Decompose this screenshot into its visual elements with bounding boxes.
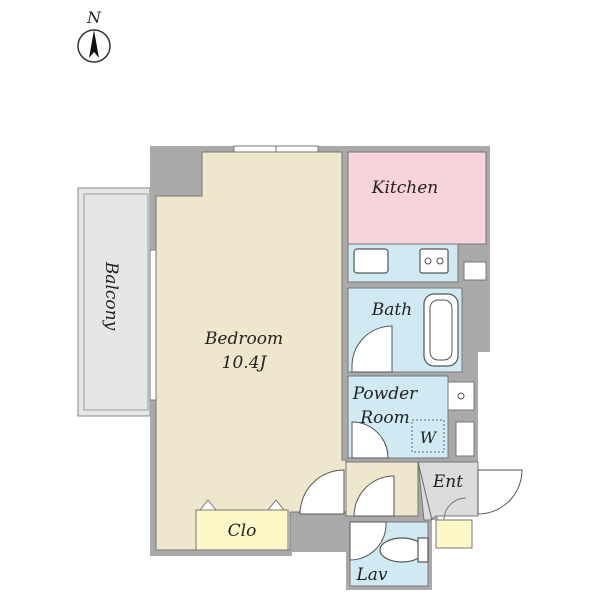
shoe-box xyxy=(435,519,473,549)
closet-door-hinge xyxy=(266,499,286,511)
closet-door-hinge xyxy=(198,499,218,511)
bath-label: Bath xyxy=(371,300,412,320)
vanity-icon xyxy=(447,381,475,411)
bathtub-inner xyxy=(429,299,453,361)
balcony-label: Balcony xyxy=(101,261,121,331)
north-arrow-icon xyxy=(89,30,99,58)
shoe-box-door xyxy=(443,497,467,521)
vanity-sink-icon xyxy=(457,392,465,400)
powder-room-label-2: Room xyxy=(359,408,409,428)
storage-shelf xyxy=(455,421,475,457)
lavatory-label: Lav xyxy=(355,565,387,585)
balcony: Balcony xyxy=(77,187,151,417)
entrance-area xyxy=(417,461,479,521)
bedroom-area xyxy=(155,151,347,551)
bath-door xyxy=(351,325,393,373)
washer-label: W xyxy=(420,428,438,447)
stove-icon xyxy=(419,248,449,274)
sink-icon xyxy=(353,248,389,274)
powder-room-door xyxy=(351,421,389,459)
burner-icon xyxy=(436,257,444,265)
bathtub-icon xyxy=(423,293,459,367)
toilet-tank-icon xyxy=(417,537,429,563)
bedroom-area-label: 10.4J xyxy=(222,353,268,373)
bedroom-door xyxy=(299,469,345,515)
washer-space xyxy=(411,419,445,453)
kitchen-area xyxy=(347,151,487,245)
balcony-area xyxy=(77,187,151,417)
balcony-door xyxy=(149,249,157,401)
kitchen-label: Kitchen xyxy=(371,178,438,198)
lavatory-door xyxy=(349,521,387,561)
closet-label: Clo xyxy=(228,521,257,541)
front-door[interactable] xyxy=(477,469,523,515)
fridge-space xyxy=(463,261,487,281)
entrance-step xyxy=(417,461,433,521)
entrance-label: Ent xyxy=(432,472,463,492)
compass: N xyxy=(77,8,111,63)
closet-area xyxy=(195,509,289,551)
burner-icon xyxy=(424,257,432,265)
hall-door xyxy=(353,475,395,517)
powder-room-label-1: Powder xyxy=(352,384,418,404)
balcony-rail xyxy=(83,193,149,411)
toilet-icon xyxy=(379,537,425,563)
bedroom-label: Bedroom xyxy=(204,329,283,349)
compass-label: N xyxy=(86,8,102,27)
